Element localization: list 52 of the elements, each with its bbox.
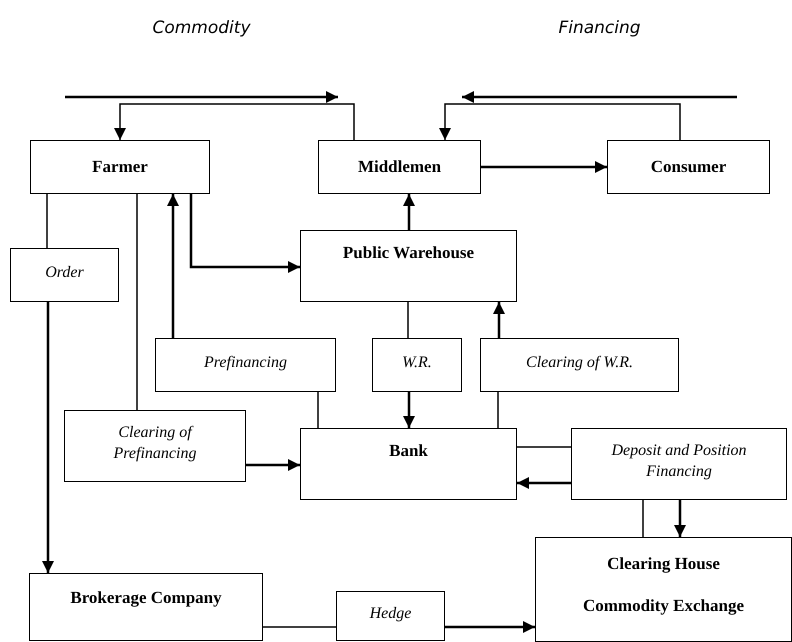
arrow (481, 161, 607, 173)
flow-box (155, 338, 336, 392)
arrow (439, 103, 681, 140)
node-label: Bank (389, 441, 428, 461)
connector-line (642, 500, 644, 537)
arrow (190, 194, 300, 273)
process-box (318, 140, 481, 194)
arrow (403, 194, 415, 230)
flow-box (64, 410, 246, 482)
node-label: Order (45, 263, 84, 283)
arrow (517, 477, 571, 489)
arrow (42, 302, 54, 573)
connector-line (46, 194, 48, 248)
process-box (30, 140, 210, 194)
connector-line (317, 392, 319, 428)
arrow (493, 302, 505, 338)
arrow (674, 500, 686, 537)
node-label: Clearing of Prefinancing (112, 423, 198, 464)
node-label: Consumer (650, 157, 726, 177)
process-box (300, 230, 517, 302)
flow-box (480, 338, 679, 392)
node-label: Hedge (370, 604, 412, 624)
flow-box (336, 591, 445, 641)
node-label: Middlemen (358, 157, 442, 177)
connector-line (136, 194, 138, 410)
arrow (114, 103, 355, 140)
node-label: Deposit and Position Financing (610, 441, 748, 482)
connector-line (407, 302, 409, 338)
node-label: Farmer (92, 157, 148, 177)
process-box (535, 537, 792, 642)
flow-box (372, 338, 462, 392)
arrow (403, 392, 415, 428)
arrow (445, 621, 535, 633)
process-box (300, 428, 517, 500)
flow-box (571, 428, 787, 500)
arrow (246, 459, 300, 471)
node-label: Clearing House (607, 554, 720, 574)
header-label: Financing (557, 18, 642, 38)
node-label: Clearing of W.R. (526, 353, 633, 373)
node-label: Prefinancing (204, 353, 287, 373)
node-label: Commodity Exchange (582, 596, 744, 616)
node-label: Public Warehouse (342, 243, 474, 263)
node-label: W.R. (402, 353, 432, 373)
connector-line (497, 392, 499, 428)
header-label: Commodity (151, 18, 252, 38)
connector-line (263, 626, 336, 628)
arrow (167, 194, 179, 338)
node-label: Brokerage Company (70, 588, 222, 608)
flow-box (10, 248, 119, 302)
connector-line (517, 446, 571, 448)
process-box (607, 140, 770, 194)
process-box (29, 573, 263, 641)
